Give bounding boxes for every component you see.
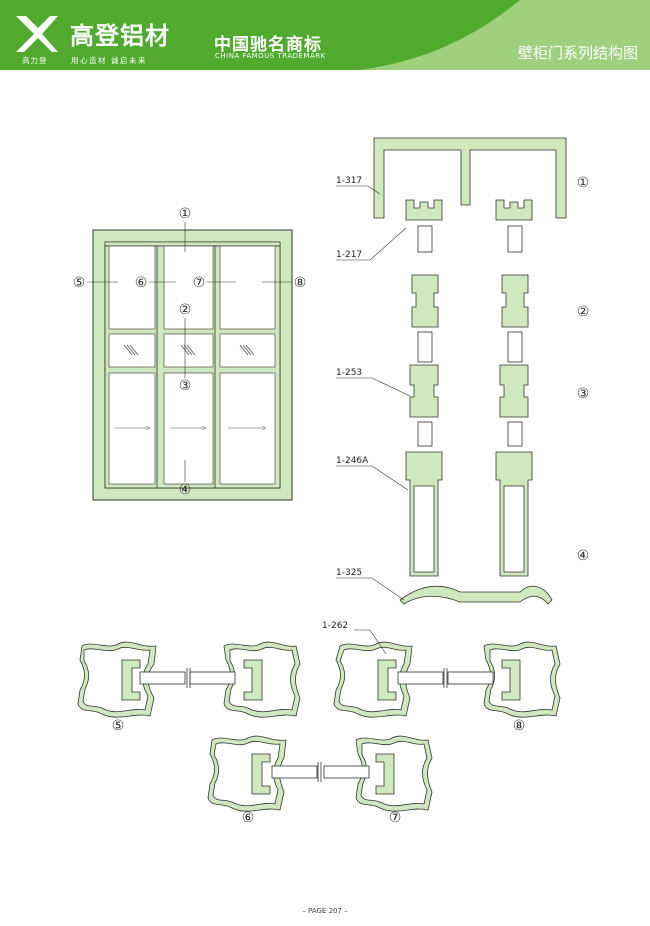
section-5 bbox=[77, 641, 186, 718]
horizontal-sections bbox=[77, 629, 561, 812]
label-1-front: ① bbox=[179, 206, 192, 222]
label-7-front: ⑦ bbox=[193, 275, 206, 291]
label-4-front: ④ bbox=[179, 482, 192, 498]
page-header: 高登铝材 高力登 用心造材 诚启未来 中国驰名商标 CHINA FAMOUS T… bbox=[0, 0, 650, 70]
part-1-253-label: 1-253 bbox=[336, 368, 362, 378]
label-6-front: ⑥ bbox=[135, 275, 148, 291]
label-7-section: ⑦ bbox=[389, 810, 402, 826]
profile-1-317 bbox=[373, 137, 567, 219]
company-logo bbox=[16, 16, 58, 52]
label-6-section: ⑥ bbox=[242, 810, 255, 826]
vertical-section bbox=[336, 137, 567, 605]
left-sash-column bbox=[405, 199, 443, 577]
page-number: – PAGE 207 – bbox=[302, 907, 348, 915]
label-3-front: ③ bbox=[179, 378, 192, 394]
part-1-246a-label: 1-246A bbox=[336, 456, 369, 466]
header-banner bbox=[0, 0, 650, 70]
right-sash-column bbox=[495, 199, 533, 577]
label-5-front: ⑤ bbox=[73, 275, 86, 291]
trademark-subtitle: CHINA FAMOUS TRADEMARK bbox=[215, 52, 326, 60]
label-2-front: ② bbox=[179, 302, 192, 318]
section-6-7 bbox=[207, 735, 433, 812]
part-1-317-label: 1-317 bbox=[336, 176, 362, 186]
page-title: 壁柜门系列结构图 bbox=[517, 44, 638, 62]
profile-1-325 bbox=[399, 585, 553, 605]
section-8-left bbox=[189, 641, 301, 718]
brand-slogan: 用心造材 诚启未来 bbox=[71, 56, 147, 65]
label-8-front: ⑧ bbox=[294, 275, 307, 291]
brand-name: 高登铝材 bbox=[70, 22, 170, 50]
label-2-section: ② bbox=[577, 304, 590, 320]
part-1-325-label: 1-325 bbox=[336, 568, 362, 578]
part-1-217-label: 1-217 bbox=[336, 250, 362, 260]
label-1-section: ① bbox=[577, 175, 590, 191]
part-1-262-label: 1-262 bbox=[322, 621, 348, 631]
brand-sub: 高力登 bbox=[22, 56, 48, 65]
section-8 bbox=[333, 641, 561, 718]
label-4-section: ④ bbox=[577, 548, 590, 564]
front-elevation: ① ② ③ ④ ⑤ ⑥ ⑦ ⑧ bbox=[73, 206, 307, 501]
label-3-section: ③ bbox=[577, 386, 590, 402]
structure-drawing: ① ② ③ ④ ⑤ ⑥ ⑦ ⑧ bbox=[73, 137, 590, 826]
label-8-section: ⑧ bbox=[513, 718, 526, 734]
label-5-section: ⑤ bbox=[112, 718, 125, 734]
trademark-title: 中国驰名商标 bbox=[214, 35, 322, 55]
